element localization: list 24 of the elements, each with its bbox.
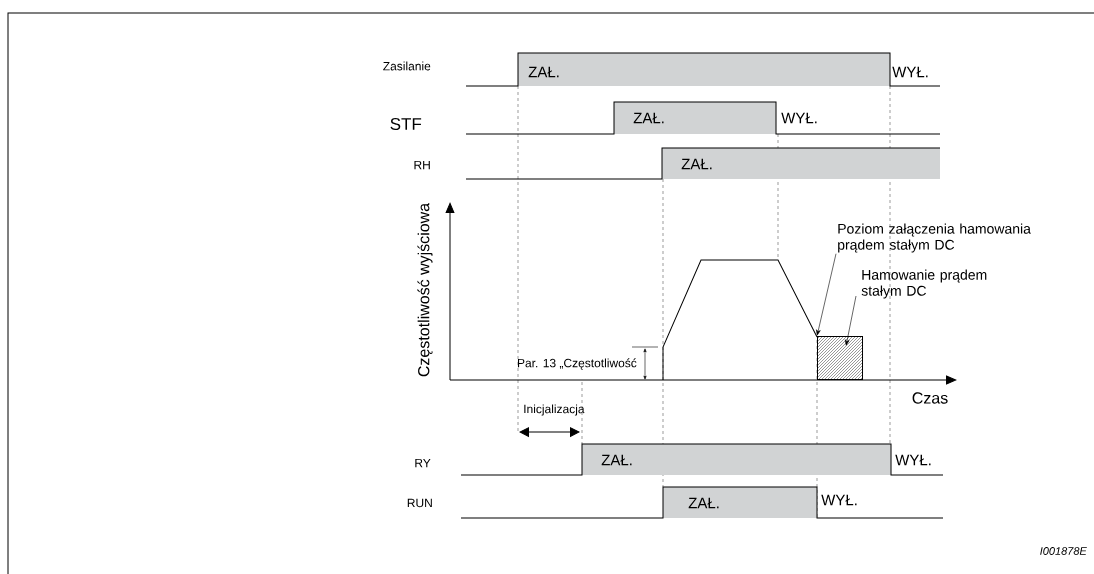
state-label: WYŁ. (892, 66, 928, 78)
state-label: WYŁ. (781, 112, 817, 124)
signal-name: RY (415, 458, 431, 468)
state-label: ZAŁ. (681, 158, 712, 170)
signal-name: RUN (407, 498, 432, 508)
axis-label: Częstotliwość wyjściowa (417, 202, 433, 377)
signal-name: STF (390, 118, 422, 131)
state-label: WYŁ. (895, 454, 931, 466)
axis-label: Czas (912, 392, 948, 404)
signal-name: Zasilanie (383, 61, 431, 71)
leader-line (816, 253, 837, 336)
leader-line (845, 295, 857, 346)
dimension-label: Inicjalizacja (524, 404, 585, 416)
hatched-area (817, 336, 863, 380)
callout-text: Hamowanie prądem stałym DC (861, 269, 987, 299)
signal-name: RH (414, 160, 430, 170)
callout-text: Poziom załączenia hamowania prądem stałym DC (838, 223, 1031, 253)
state-label: WYŁ. (821, 494, 857, 506)
figure-id: I001878E (1040, 547, 1087, 555)
state-label: ZAŁ. (528, 66, 559, 78)
dimension-label: Par. 13 „Częstotliwość (517, 358, 637, 370)
state-label: ZAŁ. (633, 112, 664, 124)
state-label: ZAŁ. (688, 497, 719, 509)
state-label: ZAŁ. (601, 454, 632, 466)
